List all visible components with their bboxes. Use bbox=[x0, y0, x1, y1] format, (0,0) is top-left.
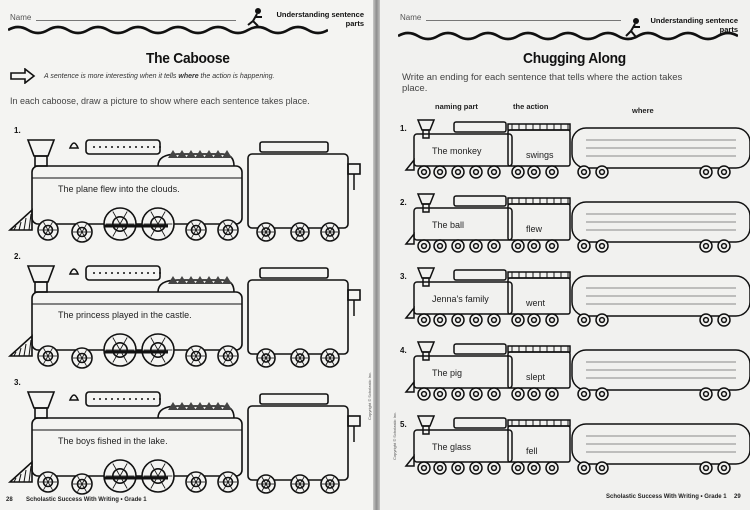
sentence-text: The boys fished in the lake. bbox=[58, 436, 168, 446]
running-figure-icon bbox=[247, 8, 262, 27]
page-title: The Caboose bbox=[146, 50, 230, 67]
small-train-drawing bbox=[404, 119, 750, 179]
caboose-drawing-area[interactable] bbox=[250, 156, 346, 226]
locomotive-drawing bbox=[7, 265, 361, 369]
topic-label: Understanding sentence parts bbox=[276, 10, 364, 28]
name-line[interactable] bbox=[426, 20, 621, 21]
where-answer-field[interactable] bbox=[580, 132, 738, 164]
sentence-text: The plane flew into the clouds. bbox=[58, 184, 180, 194]
wavy-rule bbox=[8, 25, 328, 35]
name-label: Name bbox=[10, 13, 32, 22]
page-title: Chugging Along bbox=[523, 50, 626, 67]
item-number: 1. bbox=[14, 126, 21, 135]
copyright-text: Copyright © Scholastic Inc. bbox=[367, 371, 372, 420]
book-gutter bbox=[373, 0, 380, 510]
copyright-text: Copyright © Scholastic Inc. bbox=[392, 411, 397, 460]
small-train-drawing bbox=[404, 267, 750, 327]
right-page: Name Understanding sentence parts Chuggi… bbox=[380, 0, 750, 510]
item-number: 2. bbox=[14, 252, 21, 261]
footer-text: Scholastic Success With Writing • Grade … bbox=[606, 494, 727, 500]
name-label: Name bbox=[400, 13, 422, 22]
small-train-drawing bbox=[404, 415, 750, 475]
page-number: 28 bbox=[6, 497, 13, 503]
naming-part-text: The glass bbox=[432, 442, 472, 452]
action-text: flew bbox=[526, 224, 543, 234]
header-naming-part: naming part bbox=[435, 102, 478, 111]
name-line[interactable] bbox=[36, 20, 236, 21]
topic-label: Understanding sentence parts bbox=[650, 16, 738, 34]
sentence-text: The princess played in the castle. bbox=[58, 310, 192, 320]
naming-part-text: The ball bbox=[432, 220, 465, 230]
caboose-drawing-area[interactable] bbox=[250, 408, 346, 478]
where-answer-field[interactable] bbox=[580, 206, 738, 238]
locomotive-drawing bbox=[7, 391, 361, 495]
arrow-icon bbox=[10, 68, 36, 84]
where-answer-field[interactable] bbox=[580, 428, 738, 460]
item-number: 5. bbox=[400, 420, 407, 429]
action-text: swings bbox=[526, 150, 554, 160]
action-text: went bbox=[526, 298, 546, 308]
where-answer-field[interactable] bbox=[580, 354, 738, 386]
locomotive-drawing bbox=[7, 139, 361, 243]
action-text: fell bbox=[526, 446, 538, 456]
caboose-drawing-area[interactable] bbox=[250, 282, 346, 352]
wavy-rule bbox=[398, 31, 738, 41]
small-train-drawing bbox=[404, 341, 750, 401]
item-number: 3. bbox=[14, 378, 21, 387]
running-figure-icon bbox=[625, 18, 640, 38]
tip-text: A sentence is more interesting when it t… bbox=[44, 73, 275, 80]
naming-part-text: The pig bbox=[432, 368, 463, 378]
action-text: slept bbox=[526, 372, 546, 382]
naming-part-text: The monkey bbox=[432, 146, 482, 156]
where-answer-field[interactable] bbox=[580, 280, 738, 312]
small-train-drawing bbox=[404, 193, 750, 253]
instructions: Write an ending for each sentence that t… bbox=[402, 72, 683, 94]
header-action: the action bbox=[513, 102, 549, 111]
page-number: 29 bbox=[734, 494, 741, 500]
item-number: 1. bbox=[400, 124, 407, 133]
left-page: Name Understanding sentence parts The Ca… bbox=[0, 0, 373, 510]
instructions: In each caboose, draw a picture to show … bbox=[10, 96, 310, 106]
naming-part-text: Jenna's family bbox=[432, 294, 489, 304]
header-where: where bbox=[632, 106, 654, 115]
footer-text: Scholastic Success With Writing • Grade … bbox=[26, 497, 147, 503]
item-number: 3. bbox=[400, 272, 407, 281]
item-number: 4. bbox=[400, 346, 407, 355]
item-number: 2. bbox=[400, 198, 407, 207]
